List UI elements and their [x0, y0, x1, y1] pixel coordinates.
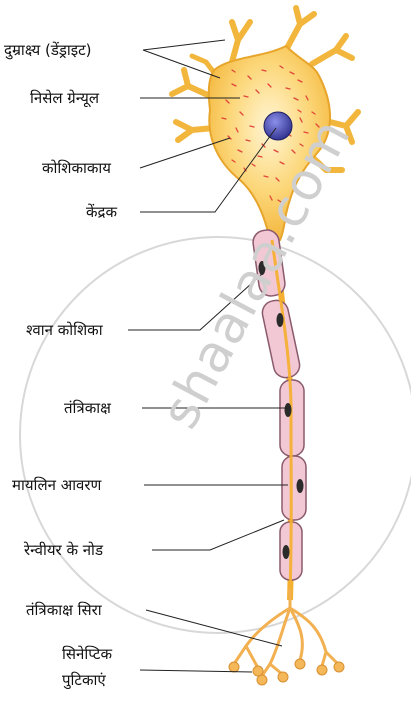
label-schwann-cell: श्वान कोशिका	[26, 321, 103, 339]
schwann-nuclei	[258, 261, 304, 559]
leader-dendrite	[142, 39, 226, 79]
label-axon-terminal: तंत्रिकाक्ष सिरा	[26, 601, 102, 619]
schwann-cell-4	[281, 455, 307, 521]
leader-nucleus	[140, 127, 277, 213]
leader-lines	[128, 39, 290, 673]
label-cell-body: कोशिकाकाय	[42, 159, 112, 177]
label-axon: तंत्रिकाक्ष	[64, 399, 111, 417]
leader-cell-body	[139, 137, 231, 169]
nissl-granules	[221, 65, 320, 203]
leader-schwann	[128, 273, 263, 331]
nucleus	[263, 111, 293, 141]
label-synaptic-line1: सिनेप्टिक	[62, 645, 113, 663]
watermark-circle	[19, 236, 411, 634]
label-nissl-granule: निसेल ग्रेन्यूल	[30, 89, 100, 107]
label-node-of-ranvier: रेन्वीयर के नोड	[24, 541, 103, 559]
axon-terminals	[232, 588, 340, 678]
label-dendrite: दुम्राक्ष्य (डेंड्राइट)	[4, 41, 92, 59]
label-myelin-sheath: मायलिन आवरण	[12, 476, 102, 494]
synaptic-vesicles	[228, 658, 345, 686]
dendrites	[169, 5, 361, 173]
cell-body	[207, 44, 331, 241]
leader-synaptic	[139, 669, 253, 673]
label-nucleus: केंद्रक	[86, 203, 118, 221]
label-synaptic-line2: पुटिकाएं	[62, 671, 106, 689]
leader-axon-end	[145, 609, 283, 647]
leader-ranvier	[152, 519, 285, 551]
